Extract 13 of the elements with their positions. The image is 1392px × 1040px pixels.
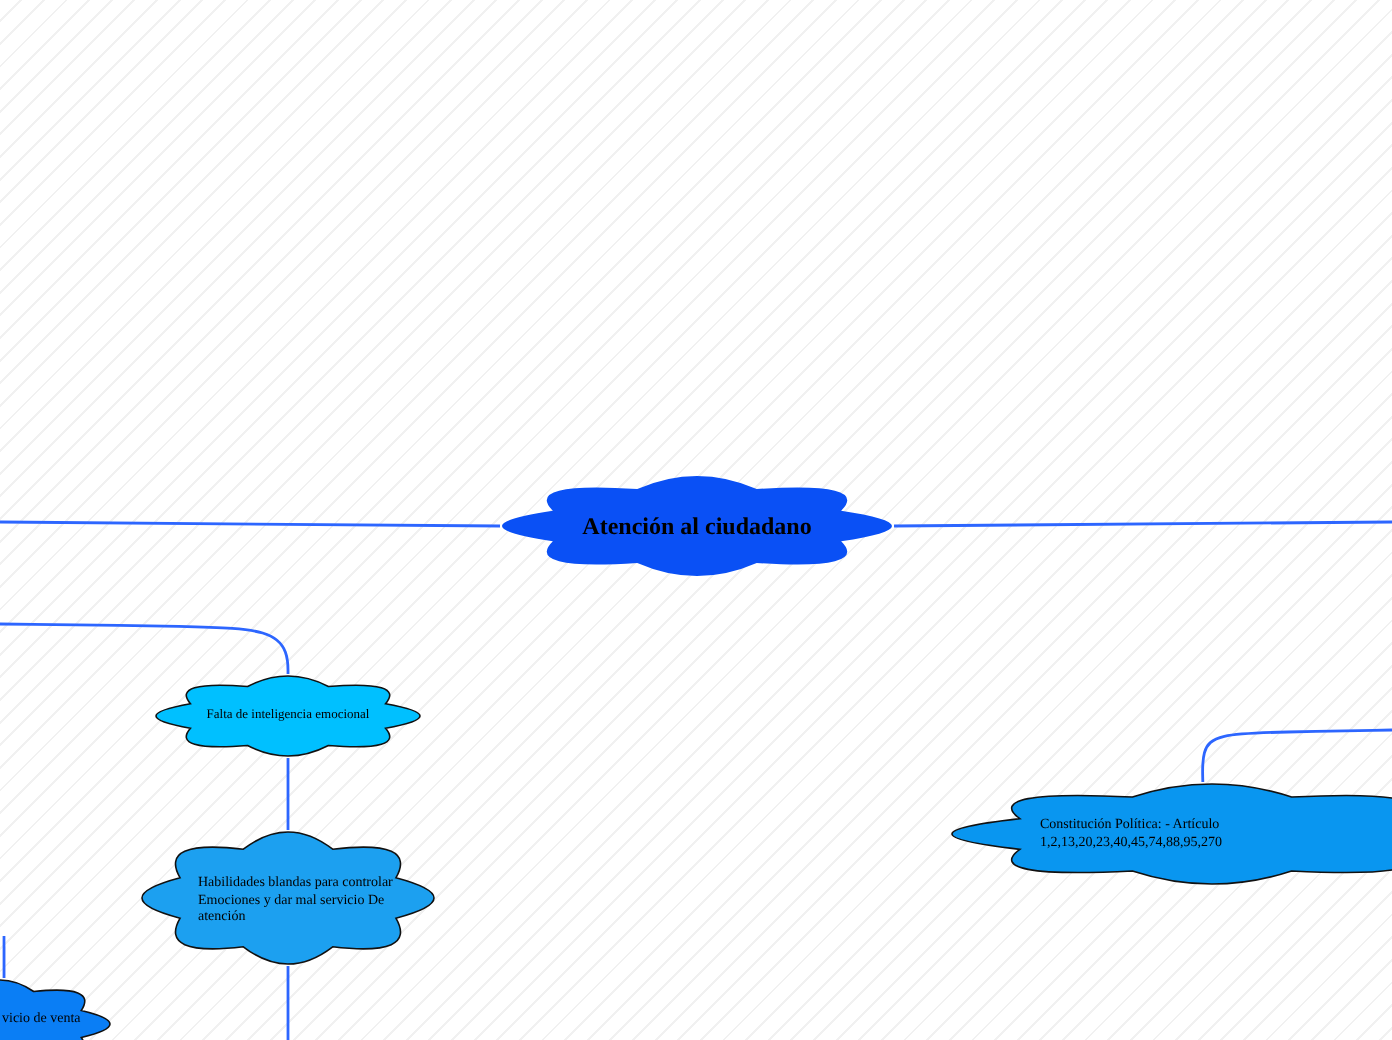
branch-line <box>286 758 290 830</box>
central-topic-cloud <box>500 474 894 578</box>
branch-line <box>1201 728 1392 783</box>
branch-line <box>2 936 6 978</box>
subtopic-cloud <box>154 674 422 758</box>
branch-line <box>0 520 500 528</box>
topic-text: Atención al ciudadano <box>580 512 814 540</box>
subtopic-cloud <box>0 978 112 1040</box>
branch-line <box>894 520 1392 528</box>
subtopic-cloud <box>950 782 1392 886</box>
branch-line <box>286 966 290 1040</box>
subtopic-cloud <box>140 830 436 966</box>
branch-line <box>0 622 290 674</box>
